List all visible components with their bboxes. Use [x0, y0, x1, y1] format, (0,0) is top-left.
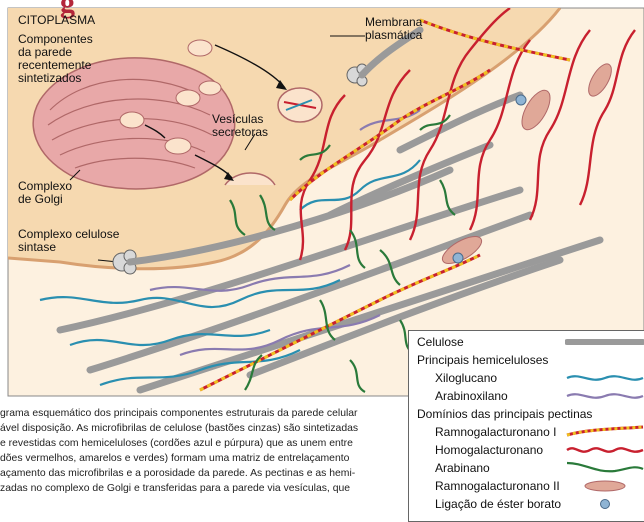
- arabinan-swatch: [565, 459, 644, 477]
- rg2-swatch: [565, 477, 644, 495]
- label-secretory-vesicles: Vesículas secretoras: [212, 113, 268, 139]
- caption-line: grama esquemático dos principais compone…: [0, 408, 358, 422]
- legend-label: Ligação de éster borato: [435, 497, 561, 511]
- legend-row-hemicelluloses: Principais hemiceluloses: [409, 351, 644, 369]
- legend-box: Celulose Principais hemiceluloses Xilogl…: [408, 330, 644, 522]
- label-line: sintase: [18, 241, 119, 254]
- secretory-vesicle: [278, 88, 322, 122]
- legend-label: Ramnogalacturonano I: [435, 425, 556, 439]
- cellulose-swatch: [565, 333, 644, 351]
- caption-line: e revestidas com hemiceluloses (cordões …: [0, 438, 353, 452]
- caption-line: açamento das microfibrilas e a porosidad…: [0, 468, 355, 482]
- legend-row-rg1: Ramnogalacturonano I: [409, 423, 644, 441]
- label-line: secretoras: [212, 126, 268, 139]
- legend-row-arabinan: Arabinano: [409, 459, 644, 477]
- rg1-swatch: [565, 423, 644, 441]
- label-line: plasmática: [365, 29, 422, 42]
- legend-label: Arabinoxilano: [435, 389, 508, 403]
- caption-line: ável disposição. As microfibrilas de cel…: [0, 423, 358, 437]
- label-new-components: Componentes da parede recentemente sinte…: [18, 33, 93, 85]
- legend-row-pectin-domains: Domínios das principais pectinas: [409, 405, 644, 423]
- legend-row-homogalacturonan: Homogalacturonano: [409, 441, 644, 459]
- legend-label: Xiloglucano: [435, 371, 497, 385]
- legend-heading: Principais hemiceluloses: [417, 353, 548, 367]
- legend-row-cellulose: Celulose: [409, 333, 644, 351]
- homogalacturonan-swatch: [565, 441, 644, 459]
- legend-row-rg2: Ramnogalacturonano II: [409, 477, 644, 495]
- legend-row-xyloglucan: Xiloglucano: [409, 369, 644, 387]
- label-line: de Golgi: [18, 193, 72, 206]
- label-cytoplasm: CITOPLASMA: [18, 14, 95, 27]
- caption-line: dões vermelhos, amarelos e verdes) forma…: [0, 453, 349, 467]
- legend-label: Celulose: [417, 335, 464, 349]
- legend-label: Homogalacturonano: [435, 443, 543, 457]
- legend-heading: Domínios das principais pectinas: [417, 407, 592, 421]
- legend-label: Ramnogalacturonano II: [435, 479, 560, 493]
- figure-caption: grama esquemático dos principais compone…: [0, 408, 404, 520]
- label-golgi: Complexo de Golgi: [18, 180, 72, 206]
- xyloglucan-swatch: [565, 369, 644, 387]
- legend-row-arabinoxylan: Arabinoxilano: [409, 387, 644, 405]
- arabinoxylan-swatch: [565, 387, 644, 405]
- label-line: sintetizados: [18, 72, 93, 85]
- legend-label: Arabinano: [435, 461, 490, 475]
- label-plasma-membrane: Membrana plasmática: [365, 16, 422, 42]
- borate-swatch: [565, 495, 644, 513]
- caption-line: zadas no complexo de Golgi e transferida…: [0, 483, 350, 497]
- label-cellulose-synthase: Complexo celulose sintase: [18, 228, 119, 254]
- legend-row-borate: Ligação de éster borato: [409, 495, 644, 513]
